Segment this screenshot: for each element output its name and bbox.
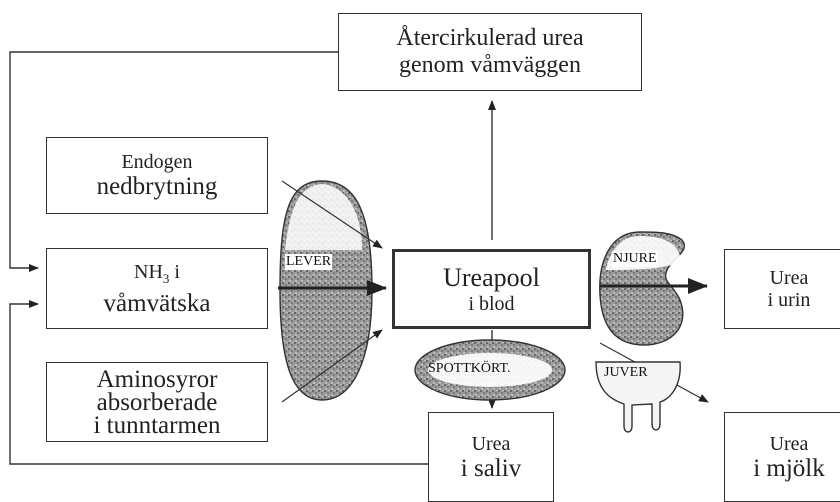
kidney-label: NJURE bbox=[612, 251, 658, 267]
saliva-line2: i saliv bbox=[461, 455, 521, 482]
nh3-line1: NH3 i bbox=[134, 261, 180, 290]
urine-line1: Urea bbox=[770, 267, 809, 289]
endogen-line2: nedbrytning bbox=[97, 173, 218, 200]
milk-line2: i mjölk bbox=[753, 455, 825, 482]
amino-line2: absorberade bbox=[97, 391, 218, 414]
saliva-line1: Urea bbox=[472, 433, 511, 455]
pool-line1: Ureapool bbox=[443, 263, 540, 293]
urea-pool-box: Ureapool i blod bbox=[392, 249, 591, 329]
milk-line1: Urea bbox=[770, 433, 809, 455]
udder-label: JUVER bbox=[604, 365, 648, 381]
nh3-formula: NH bbox=[134, 261, 163, 283]
amino-line3: i tunntarmen bbox=[93, 414, 220, 437]
urine-box: Urea i urin bbox=[724, 249, 840, 329]
liver-label: LEVER bbox=[285, 254, 332, 270]
recycled-line2: genom våmväggen bbox=[399, 52, 581, 79]
nh3-box: NH3 i våmvätska bbox=[46, 248, 268, 329]
endogen-box: Endogen nedbrytning bbox=[46, 137, 268, 214]
nh3-suffix: i bbox=[169, 261, 180, 283]
recycled-urea-box: Återcirkulerad urea genom våmväggen bbox=[338, 13, 642, 91]
endogen-line1: Endogen bbox=[121, 151, 192, 173]
amino-box: Aminosyror absorberade i tunntarmen bbox=[46, 362, 268, 442]
amino-line1: Aminosyror bbox=[97, 368, 218, 391]
nh3-line2: våmvätska bbox=[104, 290, 211, 317]
salivary-label: SPOTTKÖRT. bbox=[428, 361, 511, 377]
urine-line2: i urin bbox=[768, 289, 811, 311]
pool-line2: i blod bbox=[468, 293, 514, 315]
recycled-line1: Återcirkulerad urea bbox=[396, 25, 583, 52]
